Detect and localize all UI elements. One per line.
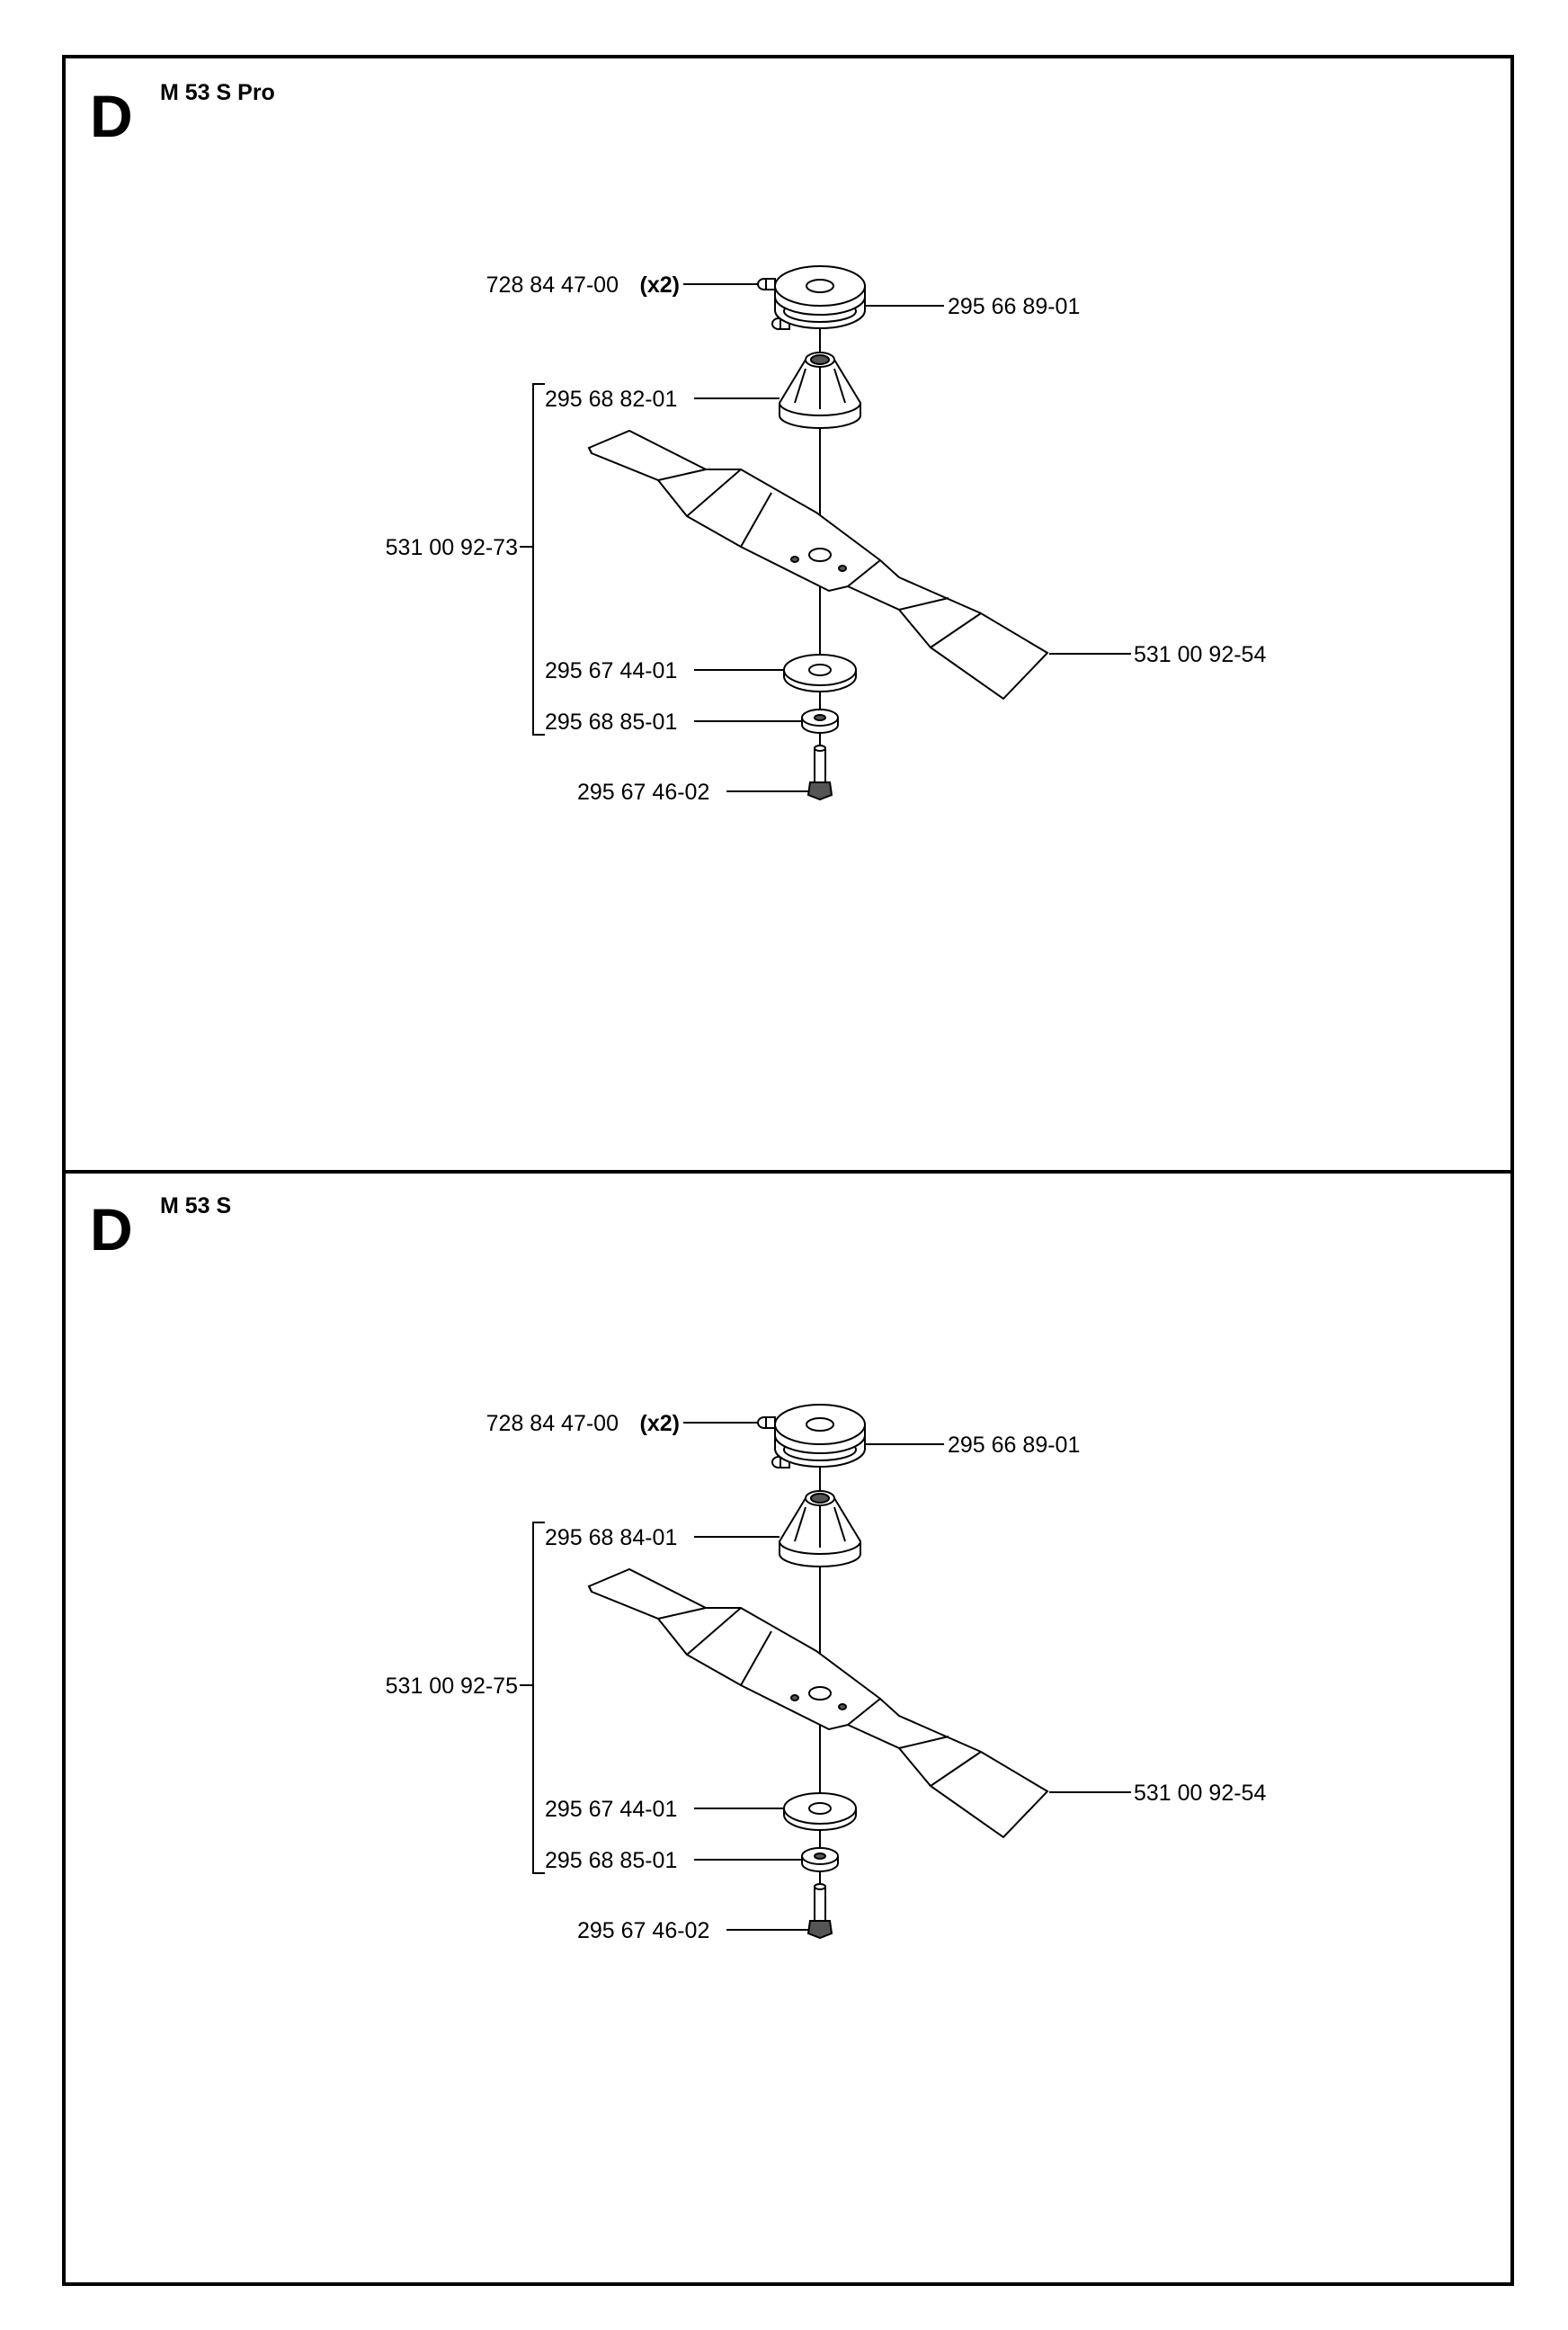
part-label-hub: 295 68 82-01 bbox=[545, 387, 677, 412]
part-label-pulley: 295 66 89-01 bbox=[948, 1433, 1080, 1458]
panel-m53s: D M 53 S 728 84 47-00 (x2) 295 66 89-01 … bbox=[90, 1193, 1266, 1943]
part-label-bolt: 295 67 46-02 bbox=[577, 1918, 709, 1943]
part-label-spacer: 295 68 85-01 bbox=[545, 710, 677, 735]
part-qty: (x2) bbox=[640, 1411, 680, 1436]
part-label-spacer: 295 68 85-01 bbox=[545, 1848, 677, 1873]
model-title: M 53 S bbox=[160, 1193, 231, 1219]
part-label-blade-kit: 531 00 92-75 bbox=[386, 1674, 518, 1699]
part-label-screw: 728 84 47-00 bbox=[486, 1411, 619, 1436]
part-label-blade-kit: 531 00 92-73 bbox=[386, 535, 518, 560]
part-label-pulley: 295 66 89-01 bbox=[948, 294, 1080, 319]
part-label-blade: 531 00 92-54 bbox=[1134, 642, 1266, 667]
part-label-bolt: 295 67 46-02 bbox=[577, 780, 709, 805]
part-label-hub: 295 68 84-01 bbox=[545, 1525, 677, 1550]
part-label-washer: 295 67 44-01 bbox=[545, 1797, 677, 1822]
part-label-screw: 728 84 47-00 bbox=[486, 272, 619, 298]
part-label-blade: 531 00 92-54 bbox=[1134, 1781, 1266, 1806]
section-letter: D bbox=[90, 83, 133, 149]
section-letter: D bbox=[90, 1196, 133, 1263]
part-label-washer: 295 67 44-01 bbox=[545, 658, 677, 683]
panel-m53s-pro: D M 53 S Pro 728 84 47-00 (x2) 295 66 89… bbox=[90, 80, 1266, 805]
model-title: M 53 S Pro bbox=[160, 80, 275, 105]
part-qty: (x2) bbox=[640, 272, 680, 298]
